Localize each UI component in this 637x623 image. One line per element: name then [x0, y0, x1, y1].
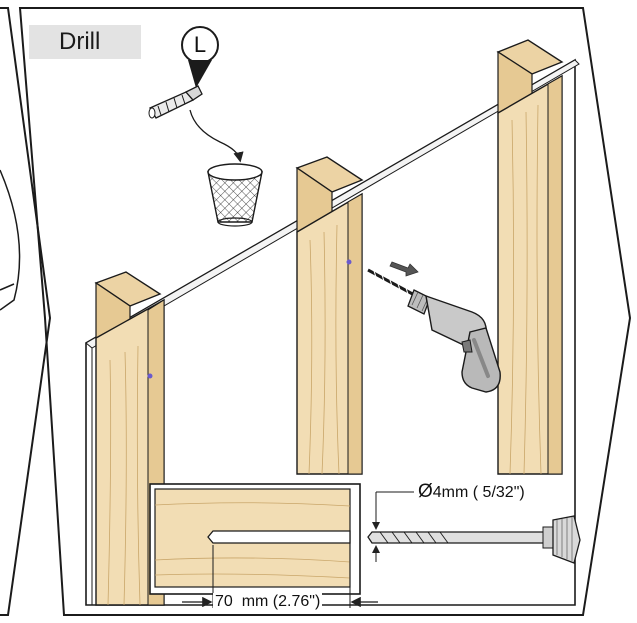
drill-direction-arrow-icon	[389, 261, 419, 277]
discard-arrow-icon	[189, 109, 244, 163]
drill-bit-diameter-label: Ø4mm ( 5/32")	[418, 481, 525, 503]
previous-step-panel-edge	[0, 7, 52, 616]
drill-bit-icon	[367, 491, 581, 564]
step-panel-outline	[18, 7, 632, 616]
drill-depth-label: 70 mm (2.76")	[213, 593, 323, 611]
wood-stud-right	[496, 39, 564, 475]
part-callout-badge	[181, 26, 219, 88]
wood-stud-middle	[295, 156, 364, 475]
diameter-symbol: Ø	[418, 481, 433, 502]
step-title-label: Drill	[29, 25, 141, 59]
wall-anchor-icon	[148, 85, 203, 119]
inset-drilled-hole	[207, 530, 351, 544]
part-letter-label: L	[193, 32, 207, 57]
waste-bin-icon	[207, 163, 263, 227]
drill-hole-mark-left	[147, 373, 153, 379]
drill-bit-diameter-value: 4mm ( 5/32")	[432, 484, 525, 501]
drill-depth-inset	[149, 483, 378, 608]
drill-hole-mark-middle	[346, 259, 352, 265]
power-drill-icon	[367, 268, 501, 393]
